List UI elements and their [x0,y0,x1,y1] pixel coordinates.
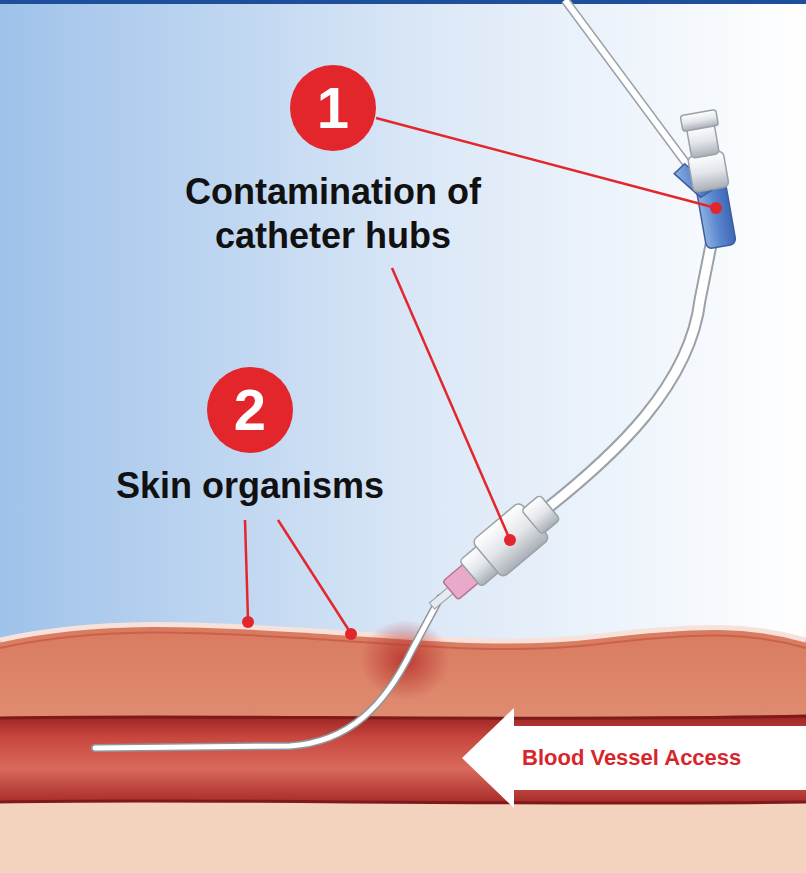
vessel-wall [0,716,806,718]
leader-dot [345,628,357,640]
callout-circle: 1 [290,65,376,151]
deep-tissue [0,800,806,873]
top-rule [0,0,806,4]
direction-arrow: Blood Vessel Access [462,708,806,808]
callout-circle: 2 [207,367,293,453]
callout-label: Skin organisms [100,464,400,508]
arrow-shape [462,708,806,808]
leader-dot [242,616,254,628]
callout-label: Contamination of catheter hubs [185,170,481,258]
leader-line [278,520,350,632]
leader-dot [710,202,722,214]
catheter-shaft [95,598,440,748]
callout-number: 2 [234,381,266,439]
leader-line [392,268,510,540]
leader-dot [504,534,516,546]
callout-number: 1 [317,79,349,137]
vessel-wall [0,801,806,803]
leader-line [245,520,248,620]
catheter-hub [417,489,566,625]
arrow-label: Blood Vessel Access [522,745,741,771]
y-connector [664,109,739,252]
iv-line [565,0,706,190]
extension-tubing [545,240,712,510]
extension-tubing [545,240,712,510]
catheter-shaft [95,598,440,748]
iv-line [565,0,706,190]
